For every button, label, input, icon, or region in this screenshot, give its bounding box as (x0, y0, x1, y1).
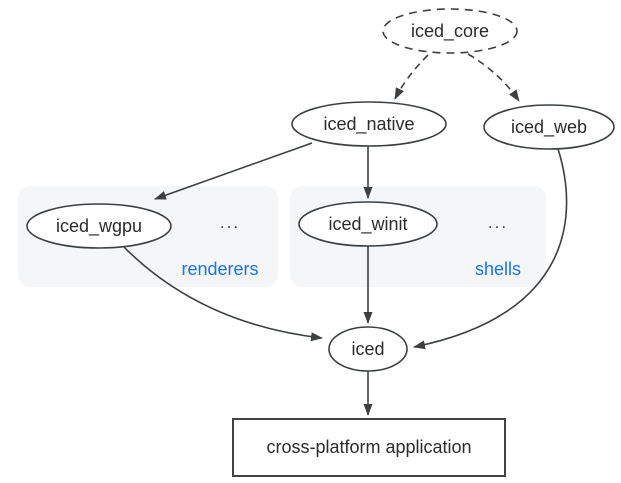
node-iced-native: iced_native (291, 101, 447, 147)
iced-web-label: iced_web (511, 117, 587, 138)
iced-core-shape (382, 8, 518, 54)
iced-web-shape (483, 104, 615, 150)
edge-iced-native-to-iced-wgpu (154, 142, 313, 200)
iced-winit-label: iced_winit (328, 214, 407, 235)
renderers-ellipsis: ... (220, 213, 240, 232)
iced-label: iced (351, 339, 384, 359)
shells-group-label: shells (475, 259, 521, 279)
edge-iced-core-to-iced-web (467, 53, 520, 102)
node-application: cross-platform application (232, 418, 506, 477)
node-iced-wgpu: iced_wgpu (26, 203, 172, 249)
edge-iced-web-to-iced (413, 148, 568, 350)
node-iced-web: iced_web (483, 104, 615, 150)
application-shape (232, 418, 506, 477)
iced-native-label: iced_native (323, 114, 414, 135)
node-iced-winit: iced_winit (298, 201, 438, 247)
node-iced: iced (328, 326, 408, 372)
iced-wgpu-shape (26, 203, 172, 249)
application-label: cross-platform application (266, 437, 471, 457)
iced-wgpu-label: iced_wgpu (56, 216, 142, 237)
iced-winit-shape (298, 201, 438, 247)
iced-shape (328, 326, 408, 372)
renderers-group-label: renderers (181, 259, 258, 279)
edge-iced-wgpu-to-iced (122, 245, 323, 342)
node-iced-core: iced_core (382, 8, 518, 54)
edge-iced-core-to-iced-native (394, 54, 429, 100)
shells-ellipsis: ... (488, 213, 508, 232)
iced-core-label: iced_core (411, 21, 489, 42)
edges (122, 53, 568, 416)
iced-native-shape (291, 101, 447, 147)
